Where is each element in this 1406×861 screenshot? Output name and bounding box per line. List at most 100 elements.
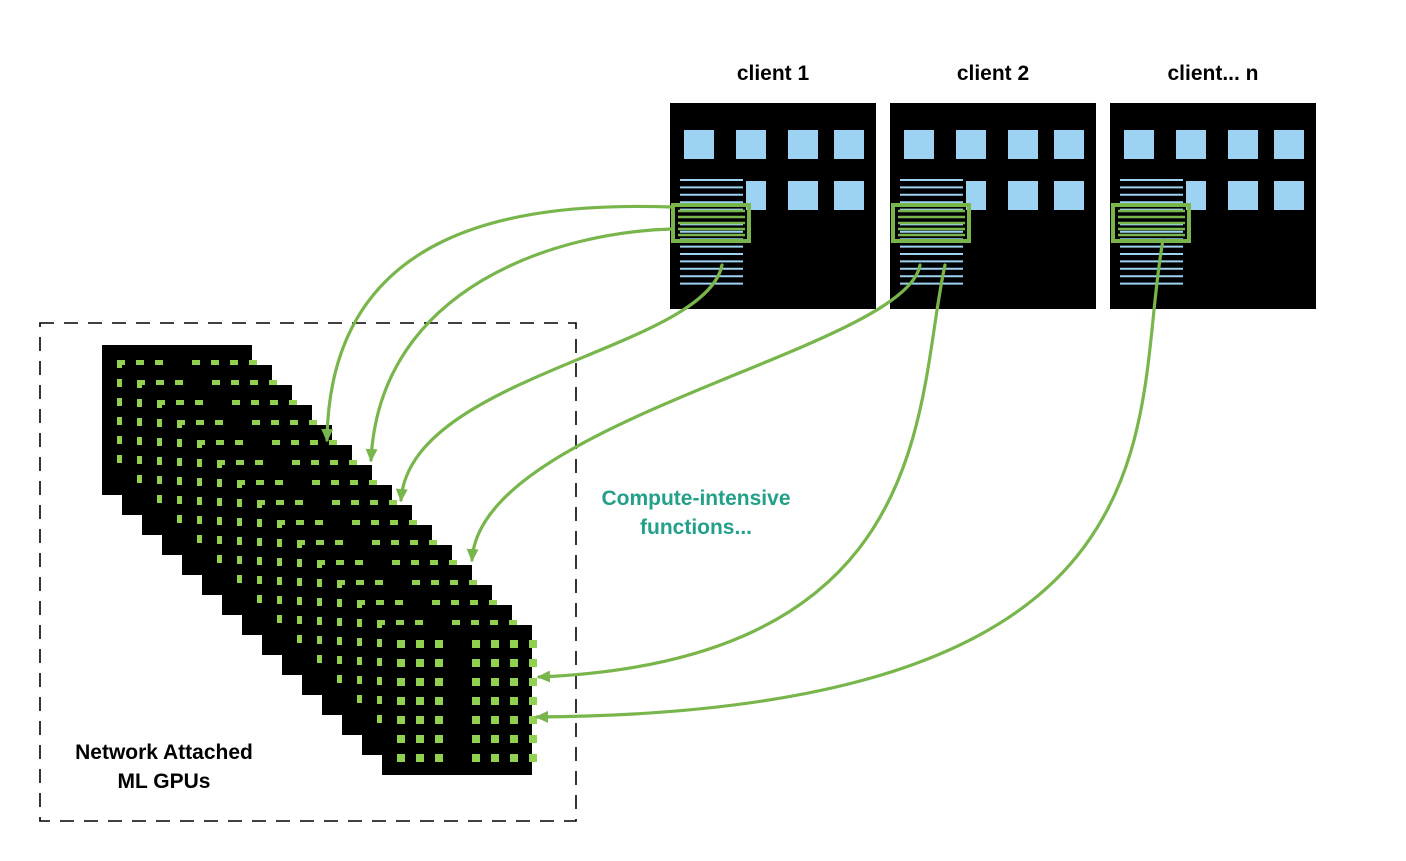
gpu-core xyxy=(490,620,498,628)
gpu-core xyxy=(177,439,185,447)
gpu-core xyxy=(357,619,365,627)
gpu-core xyxy=(157,400,165,408)
gpu-core xyxy=(295,500,303,508)
gpu-core xyxy=(316,540,324,548)
gpu-core xyxy=(435,754,443,762)
gpu-core xyxy=(217,517,225,525)
memory-tile xyxy=(904,130,934,159)
gpu-core xyxy=(197,516,205,524)
client-3-internals xyxy=(1111,130,1304,290)
gpu-core xyxy=(397,754,405,762)
gpu-core xyxy=(237,556,245,564)
gpu-core xyxy=(352,520,360,528)
gpu-core xyxy=(429,540,437,548)
gpu-core xyxy=(270,400,278,408)
gpu-core xyxy=(192,360,200,368)
gpu-core xyxy=(470,600,478,608)
gpu-core xyxy=(510,659,518,667)
gpu-core xyxy=(469,580,477,588)
gpu-core xyxy=(177,496,185,504)
gpu-core xyxy=(177,458,185,466)
memory-tile xyxy=(788,130,818,159)
gpu-core xyxy=(312,480,320,488)
gpu-core xyxy=(256,480,264,488)
gpu-group-caption: Network Attached ML GPUs xyxy=(50,738,278,796)
gpu-core xyxy=(510,697,518,705)
gpu-core xyxy=(416,697,424,705)
gpu-core xyxy=(217,498,225,506)
gpu-core xyxy=(249,360,257,368)
gpu-core xyxy=(510,678,518,686)
gpu-core xyxy=(271,420,279,428)
gpu-core xyxy=(416,716,424,724)
gpu-core xyxy=(416,754,424,762)
gpu-core xyxy=(175,380,183,388)
gpu-core xyxy=(510,640,518,648)
memory-tile xyxy=(1274,181,1304,210)
memory-tile xyxy=(1008,181,1038,210)
gpu-core xyxy=(157,476,165,484)
gpu-core xyxy=(157,457,165,465)
gpu-core xyxy=(197,459,205,467)
gpu-core xyxy=(315,520,323,528)
gpu-core xyxy=(317,598,325,606)
gpu-core xyxy=(237,518,245,526)
gpu-core xyxy=(157,495,165,503)
gpu-core xyxy=(177,420,185,428)
gpu-core xyxy=(309,420,317,428)
gpu-core xyxy=(232,400,240,408)
client-n-label: client... n xyxy=(1167,62,1259,85)
gpu-core xyxy=(510,735,518,743)
gpu-core xyxy=(416,640,424,648)
arrow-client1-c xyxy=(395,263,724,502)
gpu-core xyxy=(472,659,480,667)
gpu-core xyxy=(217,460,225,468)
gpu-core xyxy=(137,380,145,388)
gpu-core xyxy=(397,640,405,648)
gpu-core xyxy=(397,697,405,705)
gpu-core xyxy=(250,380,258,388)
gpu-core xyxy=(329,440,337,448)
gpu-core xyxy=(197,440,205,448)
gpu-core xyxy=(411,560,419,568)
gpu-core xyxy=(197,535,205,543)
gpu-core xyxy=(397,659,405,667)
gpu-core xyxy=(337,656,345,664)
gpu-core xyxy=(255,460,263,468)
memory-tile xyxy=(788,181,818,210)
gpu-core xyxy=(357,600,365,608)
gpu-core xyxy=(317,579,325,587)
gpu-core xyxy=(330,460,338,468)
gpu-core xyxy=(357,695,365,703)
gpu-core xyxy=(529,678,537,686)
gpu-core xyxy=(377,639,385,647)
gpu-core xyxy=(117,360,125,368)
arrow-client2-b xyxy=(537,263,947,683)
gpu-core xyxy=(489,600,497,608)
client-1-internals xyxy=(671,130,864,290)
gpu-core xyxy=(275,480,283,488)
gpu-core xyxy=(491,754,499,762)
gpu-core xyxy=(317,560,325,568)
gpu-core xyxy=(377,677,385,685)
gpu-core xyxy=(177,515,185,523)
gpu-core xyxy=(136,360,144,368)
gpu-core xyxy=(376,600,384,608)
gpu-core xyxy=(491,659,499,667)
gpu-core xyxy=(216,440,224,448)
gpu-core xyxy=(237,537,245,545)
memory-tile xyxy=(1274,130,1304,159)
gpu-core xyxy=(397,678,405,686)
gpu-core xyxy=(357,676,365,684)
gpu-core xyxy=(235,440,243,448)
gpu-core xyxy=(371,520,379,528)
gpu-core xyxy=(137,399,145,407)
gpu-core xyxy=(310,440,318,448)
gpu-core xyxy=(197,478,205,486)
gpu-core xyxy=(369,480,377,488)
gpu-core xyxy=(277,558,285,566)
function-highlight-box xyxy=(671,203,751,243)
gpu-core xyxy=(277,596,285,604)
gpu-core xyxy=(472,735,480,743)
gpu-core xyxy=(337,599,345,607)
